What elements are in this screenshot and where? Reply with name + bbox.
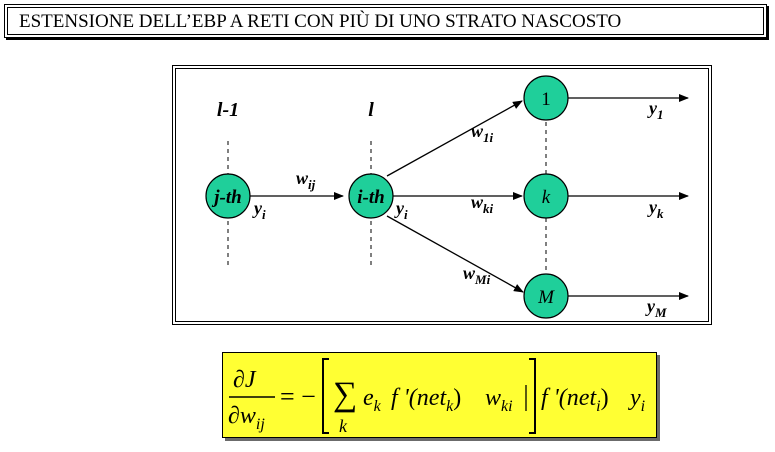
formula-svg: ∂J ∂wij = − ∑ k ek f '(netk) wki f '(net…: [228, 358, 645, 436]
layer-label-prev: l-1: [217, 99, 239, 121]
node-output-k: [523, 173, 569, 219]
formula-e-k: ek: [363, 385, 382, 415]
edge-i-to-1: [386, 100, 523, 177]
label-y-k: yk: [647, 197, 664, 221]
node-j-label: j-th: [211, 187, 241, 208]
node-output-M-label: M: [537, 287, 555, 308]
node-output-1: [523, 75, 569, 121]
slide-title: ESTENSIONE DELL’EBP A RETI CON PIÙ DI UN…: [19, 11, 622, 32]
label-w-ki: wki: [471, 192, 494, 216]
node-output-M: [523, 273, 569, 319]
right-bracket: [529, 358, 536, 434]
edge-i-to-M: [386, 215, 524, 293]
network-diagram-svg: j-th i-th 1 k M l-1 l wij yi yi w1i wki …: [205, 75, 689, 320]
formula-sum-index: k: [339, 416, 348, 436]
formula-fprime-net-k: f '(netk): [391, 385, 461, 415]
formula-equals-minus: = −: [280, 382, 316, 411]
label-w-Mi: wMi: [463, 263, 491, 287]
label-w-ij: wij: [296, 168, 316, 192]
formula-numerator: ∂J: [233, 367, 257, 393]
node-i: [348, 173, 394, 219]
node-output-1-label: 1: [541, 89, 551, 110]
title-box: ESTENSIONE DELL’EBP A RETI CON PIÙ DI UN…: [4, 4, 767, 38]
label-y-i-left: yi: [252, 198, 266, 222]
formula-w-ki: wki: [485, 385, 513, 415]
network-diagram: j-th i-th 1 k M l-1 l wij yi yi w1i wki …: [172, 65, 712, 325]
node-j: [205, 173, 251, 219]
formula-fprime-net-i: f '(neti): [541, 385, 609, 415]
left-bracket: [322, 358, 329, 434]
formula-box: ∂J ∂wij = − ∑ k ek f '(netk) wki f '(net…: [222, 352, 657, 438]
label-w-1i: w1i: [471, 121, 494, 145]
label-y-1: y1: [647, 98, 664, 122]
label-y-M: yM: [645, 296, 667, 320]
node-output-k-label: k: [542, 187, 551, 208]
formula-sum: ∑: [333, 376, 357, 413]
formula-y-i: yi: [628, 385, 645, 415]
node-i-label: i-th: [357, 187, 384, 208]
layer-label-curr: l: [368, 99, 374, 121]
label-y-i-mid: yi: [394, 198, 408, 222]
formula-denominator: ∂wij: [228, 403, 265, 433]
